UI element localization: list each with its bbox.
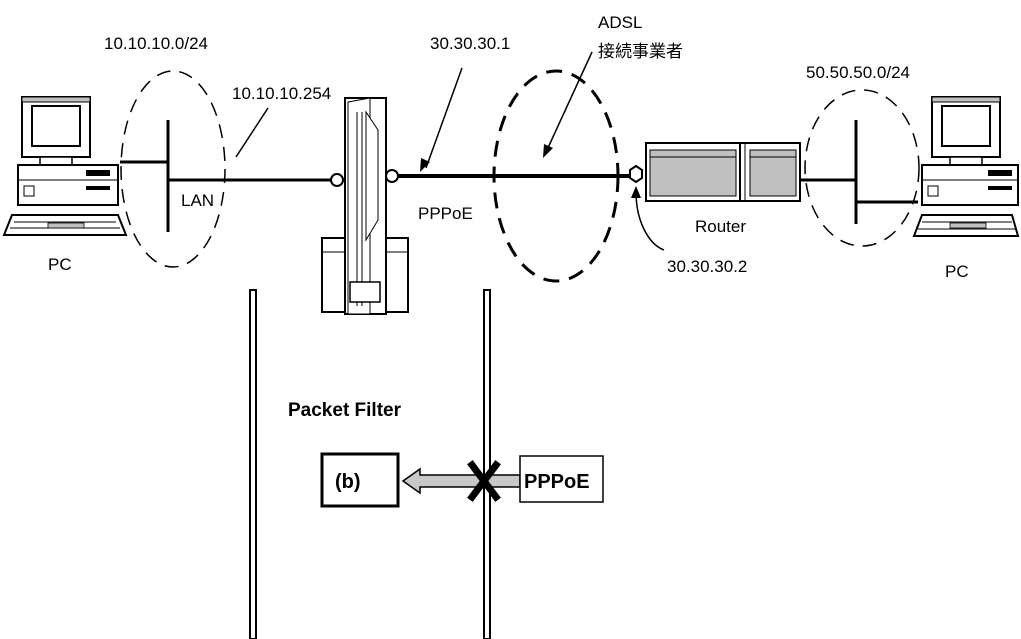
router-label: Router <box>695 217 746 236</box>
router-ip-label: 30.30.30.2 <box>667 257 747 276</box>
router-ip-arrowhead <box>631 186 641 198</box>
router-ip-pointer <box>635 191 665 251</box>
gateway-lan-pointer <box>235 107 269 158</box>
left-pc-icon <box>2 96 128 236</box>
source-pppoe-label: PPPoE <box>524 471 590 493</box>
cross-mark-icon <box>467 460 501 502</box>
router-device-icon <box>645 142 801 202</box>
gateway-wan-port <box>385 169 399 183</box>
isp-pointer <box>546 51 593 151</box>
isp-label-line2: 接続事業者 <box>598 42 683 61</box>
filter-wall-left <box>249 289 257 639</box>
left-pc-label: PC <box>48 255 72 274</box>
right-network-label: 50.50.50.0/24 <box>806 63 910 82</box>
wan-ip-pointer <box>425 67 463 169</box>
router-wan-port <box>629 164 643 184</box>
gateway-lan-port <box>330 173 344 187</box>
wan-ip-arrowhead <box>420 158 430 172</box>
wan-ip-label: 30.30.30.1 <box>430 34 510 53</box>
lan-label: LAN <box>181 191 214 210</box>
destination-b-label: (b) <box>335 471 361 493</box>
isp-label-line1: ADSL <box>598 13 642 32</box>
right-network-ellipse <box>804 89 920 247</box>
pppoe-label: PPPoE <box>418 204 473 223</box>
source-pppoe-box <box>519 455 604 503</box>
left-network-ellipse <box>120 70 226 268</box>
gateway-tower-icon <box>321 97 409 315</box>
packet-filter-title: Packet Filter <box>288 400 402 421</box>
blocked-flow-arrow <box>401 467 521 495</box>
right-pc-label: PC <box>945 262 969 281</box>
gateway-lan-ip-label: 10.10.10.254 <box>232 84 331 103</box>
isp-arrowhead <box>543 144 553 158</box>
filter-wall-right <box>483 289 491 639</box>
left-network-label: 10.10.10.0/24 <box>104 34 208 53</box>
right-pc-icon <box>912 96 1020 237</box>
destination-b-box <box>320 452 400 508</box>
isp-cloud-ellipse <box>492 69 620 283</box>
